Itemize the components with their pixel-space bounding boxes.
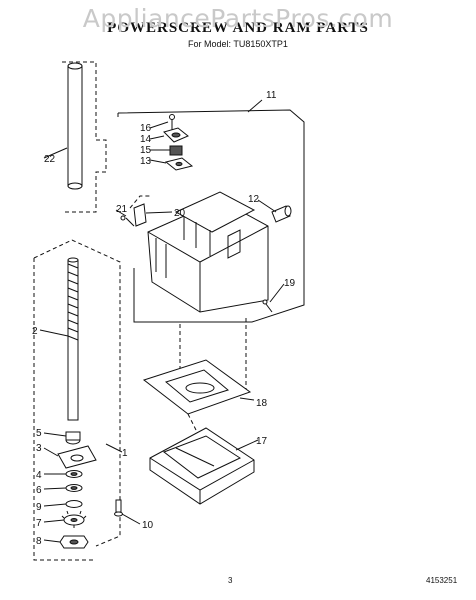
part-16-screw [149, 114, 175, 130]
part-3-bracket [43, 445, 97, 469]
part-11-frame-assembly [117, 99, 305, 323]
callout-7: 7 [36, 518, 42, 529]
part-17-ram [149, 427, 259, 505]
callout-20: 20 [174, 208, 186, 219]
callout-19: 19 [284, 278, 296, 289]
part-10-screw [114, 499, 141, 525]
part-8-nut [43, 535, 89, 549]
part-4-washer [44, 470, 83, 478]
part-5-bearing [43, 431, 81, 445]
document-code: 4153251 [426, 576, 458, 585]
part-12-bushing [257, 199, 292, 223]
callout-5: 5 [36, 428, 42, 439]
callout-labels: 11 16 14 15 13 22 12 20 21 19 2 18 17 5 … [32, 90, 296, 547]
callout-6: 6 [36, 485, 42, 496]
page-number: 3 [228, 576, 233, 585]
part-9-spacer [43, 500, 83, 508]
callout-17: 17 [256, 436, 268, 447]
callout-12: 12 [248, 194, 260, 205]
part-2-powerscrew [39, 257, 79, 421]
callout-21: 21 [116, 204, 128, 215]
callout-3: 3 [36, 443, 42, 454]
page-title: POWERSCREW AND RAM PARTS [107, 20, 369, 36]
part-21-screw [115, 209, 135, 227]
callout-1: 1 [122, 448, 128, 459]
part-6-washer [43, 484, 83, 492]
callout-2: 2 [32, 326, 38, 337]
part-22-tube [43, 61, 107, 213]
callout-13: 13 [140, 156, 152, 167]
part-19-screw [262, 283, 285, 313]
callout-16: 16 [140, 123, 152, 134]
part-18-plate [142, 359, 255, 431]
part-20-latch [133, 203, 173, 227]
callout-4: 4 [36, 470, 42, 481]
part-15-bushing [150, 145, 183, 156]
callout-8: 8 [36, 536, 42, 547]
part-13-plate [149, 157, 194, 171]
part-7-gear [43, 510, 87, 528]
callout-14: 14 [140, 134, 152, 145]
callout-11: 11 [266, 90, 277, 101]
callout-18: 18 [256, 398, 268, 409]
callout-22: 22 [44, 154, 56, 165]
callout-10: 10 [142, 520, 154, 531]
model-subtitle: For Model: TU8150XTP1 [188, 39, 288, 49]
callout-15: 15 [140, 145, 152, 156]
callout-9: 9 [36, 502, 42, 513]
part-14-bracket [149, 127, 189, 143]
